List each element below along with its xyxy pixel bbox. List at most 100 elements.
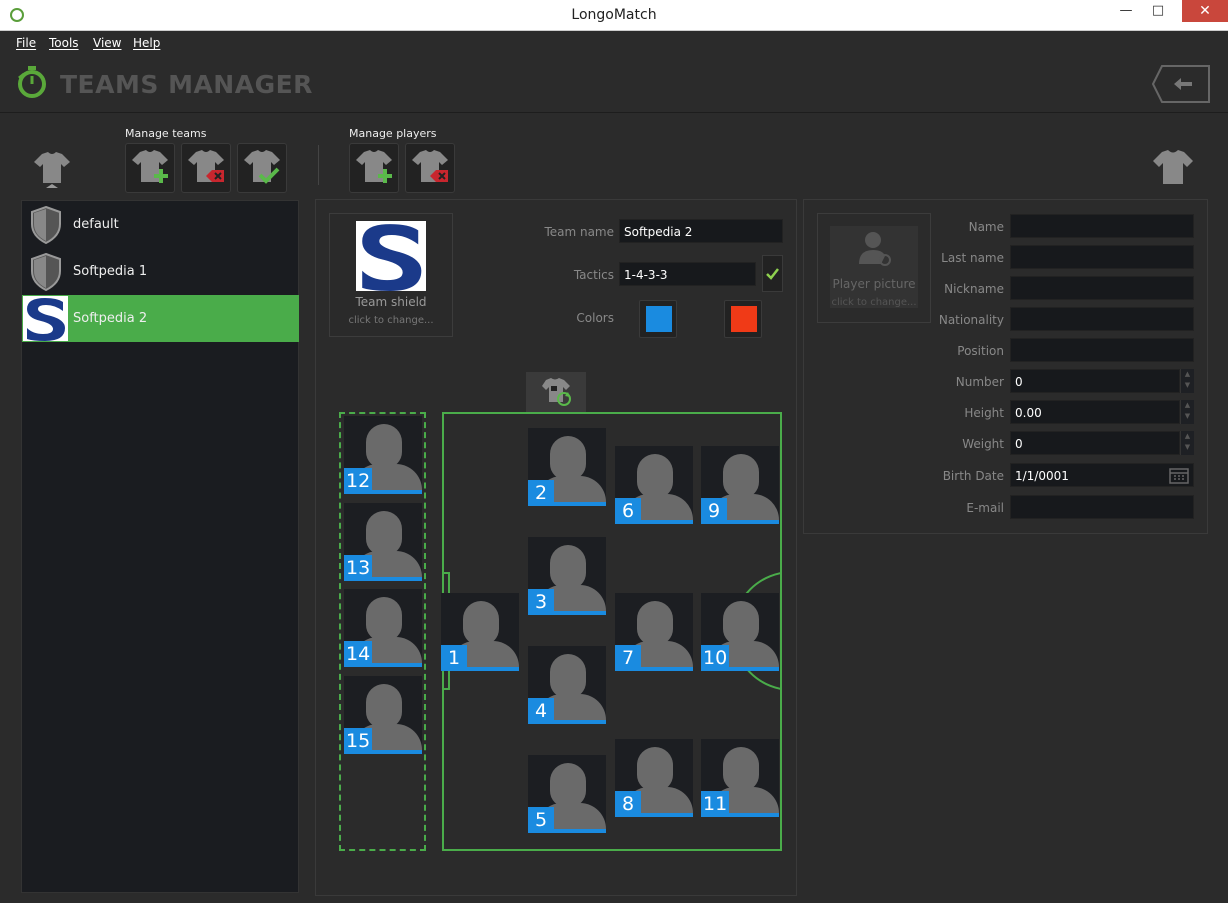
weight-input[interactable]: 0: [1010, 431, 1180, 455]
team-name-label: Team name: [544, 225, 614, 239]
minimize-button[interactable]: —: [1119, 3, 1133, 18]
number-spinner[interactable]: ▲▼: [1180, 369, 1194, 393]
player-number: 7: [615, 645, 641, 671]
player-picture-label: Player picture: [832, 277, 916, 291]
delete-player-button[interactable]: [405, 143, 455, 193]
field-player-7[interactable]: 7: [615, 593, 693, 671]
team-item-default[interactable]: default: [22, 201, 299, 248]
back-button[interactable]: [1152, 65, 1210, 103]
field-player-4[interactable]: 4: [528, 646, 606, 724]
player-number: 11: [701, 791, 730, 817]
shield-icon: [31, 206, 61, 244]
nickname-label: Nickname: [944, 282, 1004, 296]
add-player-button[interactable]: [349, 143, 399, 193]
apply-tactics-button[interactable]: [762, 255, 783, 292]
field-player-10[interactable]: 10: [701, 593, 779, 671]
height-spinner[interactable]: ▲▼: [1180, 400, 1194, 424]
player-add-icon: [356, 150, 392, 183]
player-bar: [701, 813, 779, 817]
tactics-input[interactable]: 1-4-3-3: [619, 262, 756, 286]
team-item-softpedia-1[interactable]: Softpedia 1: [22, 248, 299, 295]
title-bar: LongoMatch — □ ✕: [0, 0, 1228, 31]
menu-help[interactable]: Help: [133, 36, 161, 50]
shirt-delete-icon: [188, 150, 224, 182]
email-input[interactable]: [1010, 495, 1194, 519]
toolbar-separator: [318, 145, 319, 185]
weight-spinner[interactable]: ▲▼: [1180, 431, 1194, 455]
player-avatar-head: [550, 654, 586, 698]
player-avatar-head: [366, 597, 402, 641]
nationality-input[interactable]: [1010, 307, 1194, 331]
field-player-11[interactable]: 11: [701, 739, 779, 817]
player-avatar-head: [723, 454, 759, 498]
player-bar: [615, 520, 693, 524]
number-label: Number: [955, 375, 1004, 389]
maximize-button[interactable]: □: [1151, 3, 1165, 18]
bench-player-14[interactable]: 14: [344, 589, 422, 667]
player-picture-picker[interactable]: Player picture click to change...: [817, 213, 931, 323]
s-logo-icon: [362, 224, 422, 291]
player-number: 15: [344, 728, 373, 754]
player-number: 8: [615, 791, 641, 817]
field-player-5[interactable]: 5: [528, 755, 606, 833]
player-number: 10: [701, 645, 730, 671]
player-bar: [528, 829, 606, 833]
player-bar: [528, 720, 606, 724]
shield-icon: [31, 253, 61, 291]
team-shield-image: [356, 221, 426, 291]
header: TEAMS MANAGER: [0, 55, 1228, 113]
field-player-3[interactable]: 3: [528, 537, 606, 615]
teams-tab-shirt-icon[interactable]: [30, 150, 74, 190]
away-color-button[interactable]: [724, 300, 762, 338]
field-player-9[interactable]: 9: [701, 446, 779, 524]
nickname-input[interactable]: [1010, 276, 1194, 300]
player-bar: [615, 667, 693, 671]
home-color-button[interactable]: [639, 300, 677, 338]
calendar-icon[interactable]: [1168, 465, 1190, 485]
bench-player-15[interactable]: 15: [344, 676, 422, 754]
player-avatar-head: [550, 763, 586, 807]
nationality-label: Nationality: [938, 313, 1004, 327]
shirt-add-icon: [132, 150, 168, 183]
menu-tools[interactable]: Tools: [49, 36, 79, 50]
player-number: 13: [344, 555, 373, 581]
field-player-8[interactable]: 8: [615, 739, 693, 817]
stopwatch-logo-icon: [18, 66, 46, 98]
bench-player-12[interactable]: 12: [344, 416, 422, 494]
number-input[interactable]: 0: [1010, 369, 1180, 393]
player-avatar-head: [550, 545, 586, 589]
team-shield-hint: click to change...: [348, 315, 434, 326]
player-number: 3: [528, 589, 554, 615]
height-label: Height: [964, 406, 1004, 420]
team-name-input[interactable]: Softpedia 2: [619, 219, 783, 243]
height-input[interactable]: 0.00: [1010, 400, 1180, 424]
player-bar: [344, 577, 422, 581]
shirt-check-icon: [244, 150, 280, 184]
player-number: 12: [344, 468, 373, 494]
away-color-fill: [731, 306, 757, 332]
s-logo-icon: [27, 298, 65, 341]
menu-file[interactable]: File: [16, 36, 37, 50]
swap-lineup-button[interactable]: [526, 372, 586, 412]
team-item-softpedia-2[interactable]: Softpedia 2: [22, 295, 299, 342]
close-button[interactable]: ✕: [1182, 0, 1228, 22]
bench-player-13[interactable]: 13: [344, 503, 422, 581]
save-team-button[interactable]: [237, 143, 287, 193]
field-player-2[interactable]: 2: [528, 428, 606, 506]
team-shield-picker[interactable]: Team shield click to change...: [329, 213, 453, 337]
name-label: Name: [968, 220, 1004, 234]
field-player-6[interactable]: 6: [615, 446, 693, 524]
add-team-button[interactable]: [125, 143, 175, 193]
name-input[interactable]: [1010, 214, 1194, 238]
menu-view[interactable]: View: [93, 36, 122, 50]
field-player-1[interactable]: 1: [441, 593, 519, 671]
delete-team-button[interactable]: [181, 143, 231, 193]
last-name-input[interactable]: [1010, 245, 1194, 269]
manage-teams-label: Manage teams: [125, 127, 207, 140]
birth-date-input[interactable]: 1/1/0001: [1010, 463, 1194, 487]
position-label: Position: [957, 344, 1004, 358]
player-bar: [701, 667, 779, 671]
colors-label: Colors: [576, 311, 614, 325]
team-name: Softpedia 2: [73, 311, 148, 326]
position-input[interactable]: [1010, 338, 1194, 362]
